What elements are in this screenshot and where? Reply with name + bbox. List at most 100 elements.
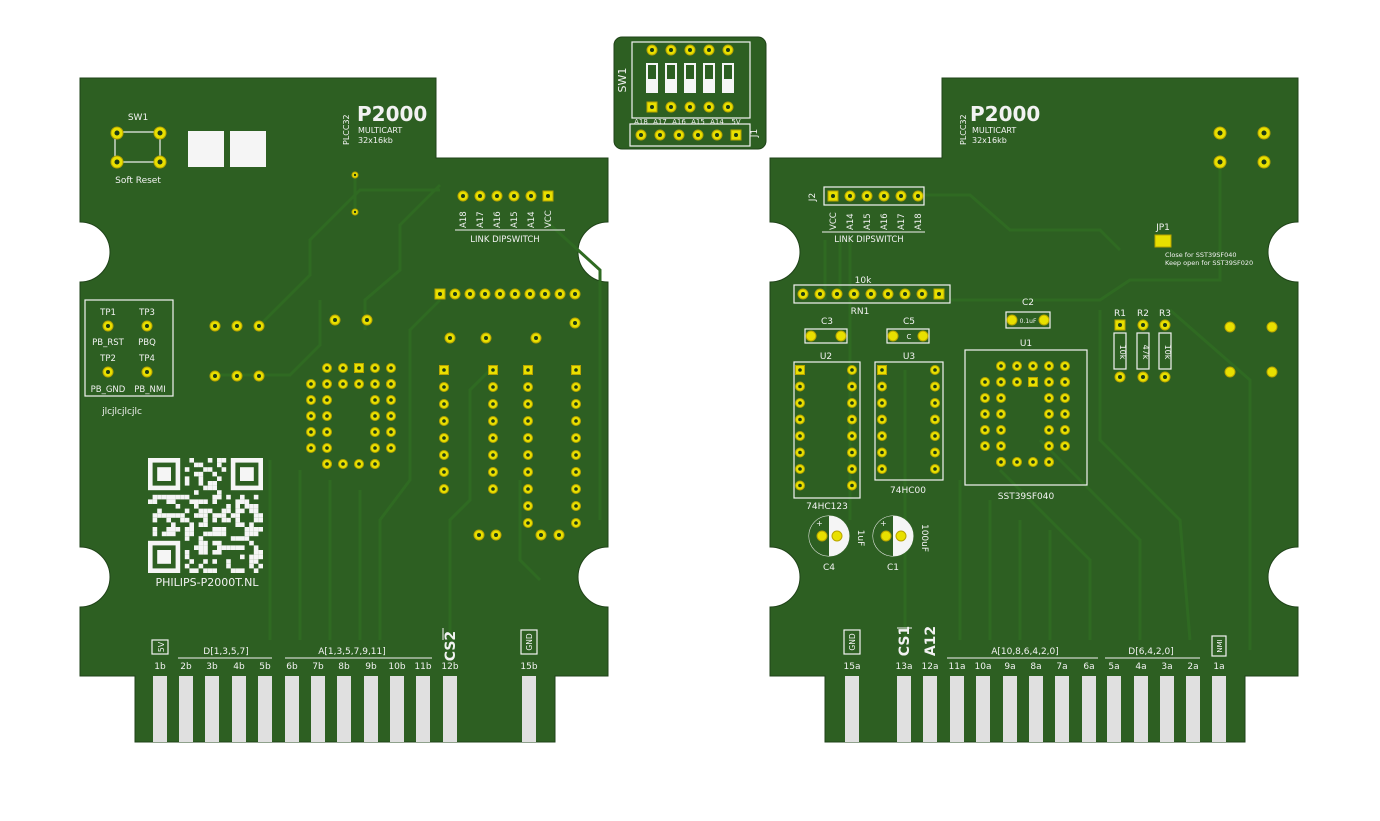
r-finger-label: 11a [949, 662, 966, 672]
j2-pin-label: A17 [897, 213, 907, 230]
left-board: SW1 Soft Reset PLCC32 P2000 MULTICART 32… [79, 77, 609, 743]
misc-pads [209, 171, 581, 541]
finger-label: 6b [286, 662, 298, 672]
dip-link-label: A17 [476, 211, 486, 228]
c4-label: C4 [823, 563, 835, 573]
rn-value-label: 10k [855, 276, 872, 286]
sw1-pads [110, 126, 167, 169]
r-d-group-label: D[6,4,2,0] [1128, 647, 1173, 657]
r-multicart-label: MULTICART [972, 126, 1016, 135]
c1-capacitor: + [872, 515, 914, 557]
mid-sw1-label: SW1 [616, 68, 629, 93]
rn1-outline [793, 284, 951, 304]
u1-pads [980, 361, 1070, 467]
jp1-label: JP1 [1155, 223, 1170, 233]
r-finger-label: 9a [1004, 662, 1015, 672]
u1-label: U1 [1020, 339, 1032, 349]
silk-block-1 [188, 131, 224, 167]
r-finger-label: 8a [1030, 662, 1041, 672]
r-finger-label: 13a [896, 662, 913, 672]
d-group-label: D[1,3,5,7] [203, 647, 248, 657]
dip-switch-label: A17 [653, 118, 667, 126]
u2-part-label: 74HC123 [806, 502, 848, 512]
c5-outline [886, 328, 930, 344]
tp1-label: TP1 [99, 308, 116, 318]
dip-switch-label: A14 [710, 118, 724, 126]
r2-value: 47k [1141, 345, 1150, 360]
finger-label: 10b [388, 662, 405, 672]
j2-pads [827, 190, 924, 202]
finger-label: 11b [414, 662, 431, 672]
jp-note-1: Close for SST39SF040 [1165, 251, 1237, 259]
dip-switch-label: A18 [634, 118, 648, 126]
r-finger-label: 4a [1135, 662, 1146, 672]
u2-label: U2 [820, 352, 832, 362]
j2-pin-label: VCC [829, 212, 839, 230]
j1-label: J1 [750, 129, 760, 138]
u1-outline [964, 349, 1088, 486]
c3-label: C3 [821, 317, 833, 327]
finger-label: 3b [206, 662, 218, 672]
j2-outline [823, 186, 925, 206]
finger-label: 9b [365, 662, 377, 672]
j2-pin-label: A16 [880, 213, 890, 230]
sw1-outline [114, 131, 161, 163]
finger-label: 12b [441, 662, 458, 672]
r1-label: R1 [1114, 309, 1126, 319]
tp3-label: TP3 [138, 308, 155, 318]
nmi-box [1211, 635, 1227, 657]
c2-outline [1005, 311, 1051, 329]
u2-pads [795, 365, 857, 491]
c2-label: C2 [1022, 298, 1034, 308]
c4-value-label: 1uF [855, 530, 865, 547]
r-board-title: P2000 [970, 102, 1040, 126]
r-gnd-label: GND [848, 633, 857, 650]
pb-rst-label: PB_RST [92, 338, 125, 348]
qr-code [148, 458, 263, 573]
nmi-label: NMI [1216, 639, 1224, 652]
finger-label: 7b [312, 662, 324, 672]
finger-label: 1b [154, 662, 166, 672]
dip-link-label: A15 [510, 211, 520, 228]
plcc-label: PLCC32 [342, 114, 351, 145]
size-label: 32x16kb [358, 136, 393, 145]
board-title: P2000 [357, 102, 427, 126]
r-finger-label: 10a [975, 662, 992, 672]
r-finger-label: 7a [1056, 662, 1067, 672]
c5-mark: C [907, 333, 912, 341]
pb-nmi-label: PB_NMI [134, 385, 165, 395]
finger-label: 5b [259, 662, 271, 672]
r-size-label: 32x16kb [972, 136, 1007, 145]
c1-label: C1 [887, 563, 899, 573]
j2-label: J2 [808, 193, 818, 202]
svg-text:+: + [880, 519, 887, 528]
dip-link-pads [457, 190, 554, 202]
dip-switch-label: A16 [672, 118, 686, 126]
tp2-label: TP2 [99, 354, 116, 364]
finger-label: 15b [520, 662, 537, 672]
c5-label: C5 [903, 317, 915, 327]
u1-part-label: SST39SF040 [998, 492, 1055, 502]
finger-label: 4b [233, 662, 245, 672]
resistor-pads [1113, 319, 1172, 383]
r-gnd-box [843, 629, 861, 655]
c1-value-label: 100uF [919, 524, 929, 552]
pbq-label: PBQ [138, 338, 156, 348]
cs1-label: CS1 [897, 626, 913, 656]
r3-label: R3 [1159, 309, 1171, 319]
dip-link-label: A16 [493, 211, 503, 228]
cs2-label: CS2 [443, 631, 459, 661]
testpoint-box [84, 299, 174, 397]
gnd-label: GND [525, 633, 534, 650]
r-plcc-label: PLCC32 [959, 114, 968, 145]
c4-capacitor: + [808, 515, 850, 557]
sw1-label: SW1 [128, 113, 148, 123]
jp1-pad [1154, 234, 1172, 248]
dip-switch [646, 44, 734, 113]
r-finger-label: 12a [922, 662, 939, 672]
j2-pin-label: A18 [914, 213, 924, 230]
